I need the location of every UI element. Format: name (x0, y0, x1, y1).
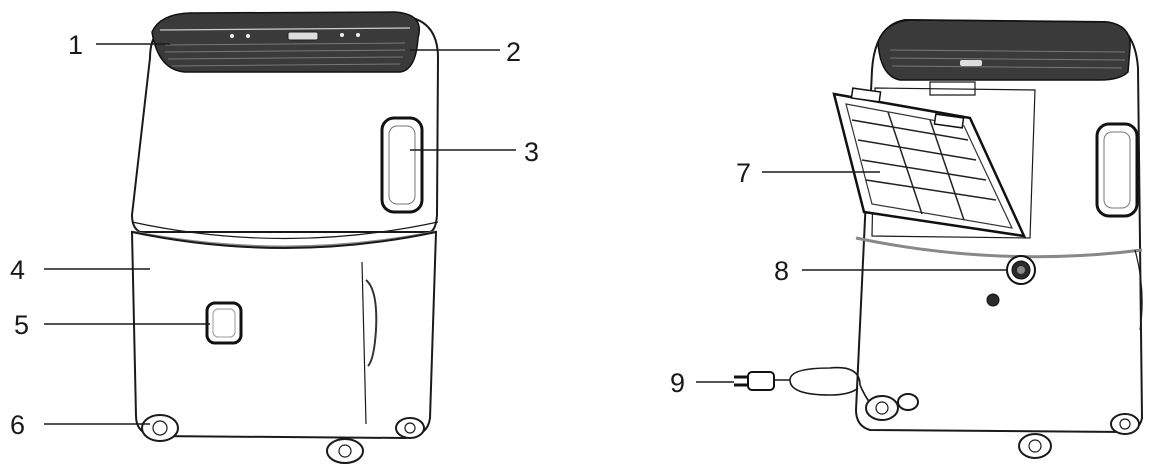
side-handle (380, 116, 424, 214)
rear-side-handle (1095, 122, 1139, 218)
power-plug (747, 371, 775, 391)
callout-8: 8 (774, 256, 789, 286)
callout-labels: 1 2 3 4 5 6 7 8 9 (10, 30, 789, 440)
leader-lines (44, 43, 1008, 425)
air-filter (832, 87, 1027, 238)
callout-5: 5 (14, 310, 29, 340)
caster-wheels (141, 414, 425, 464)
rear-unit (734, 18, 1144, 459)
callout-2: 2 (506, 37, 521, 67)
rear-caster-wheels (865, 393, 1140, 459)
callout-1: 1 (68, 30, 83, 60)
callout-9: 9 (670, 368, 685, 398)
screw-hole (986, 293, 1000, 307)
callout-6: 6 (10, 410, 25, 440)
continuous-drain-outlet (1006, 255, 1036, 285)
tank-handle (205, 301, 243, 345)
control-panel (287, 31, 319, 41)
air-outlet-grille (151, 11, 420, 73)
water-tank (130, 230, 438, 440)
callout-3: 3 (524, 137, 539, 167)
callout-4: 4 (10, 255, 25, 285)
power-cord (734, 366, 881, 411)
front-unit (130, 11, 440, 464)
callout-7: 7 (736, 158, 751, 188)
rear-top-grille (877, 19, 1131, 81)
